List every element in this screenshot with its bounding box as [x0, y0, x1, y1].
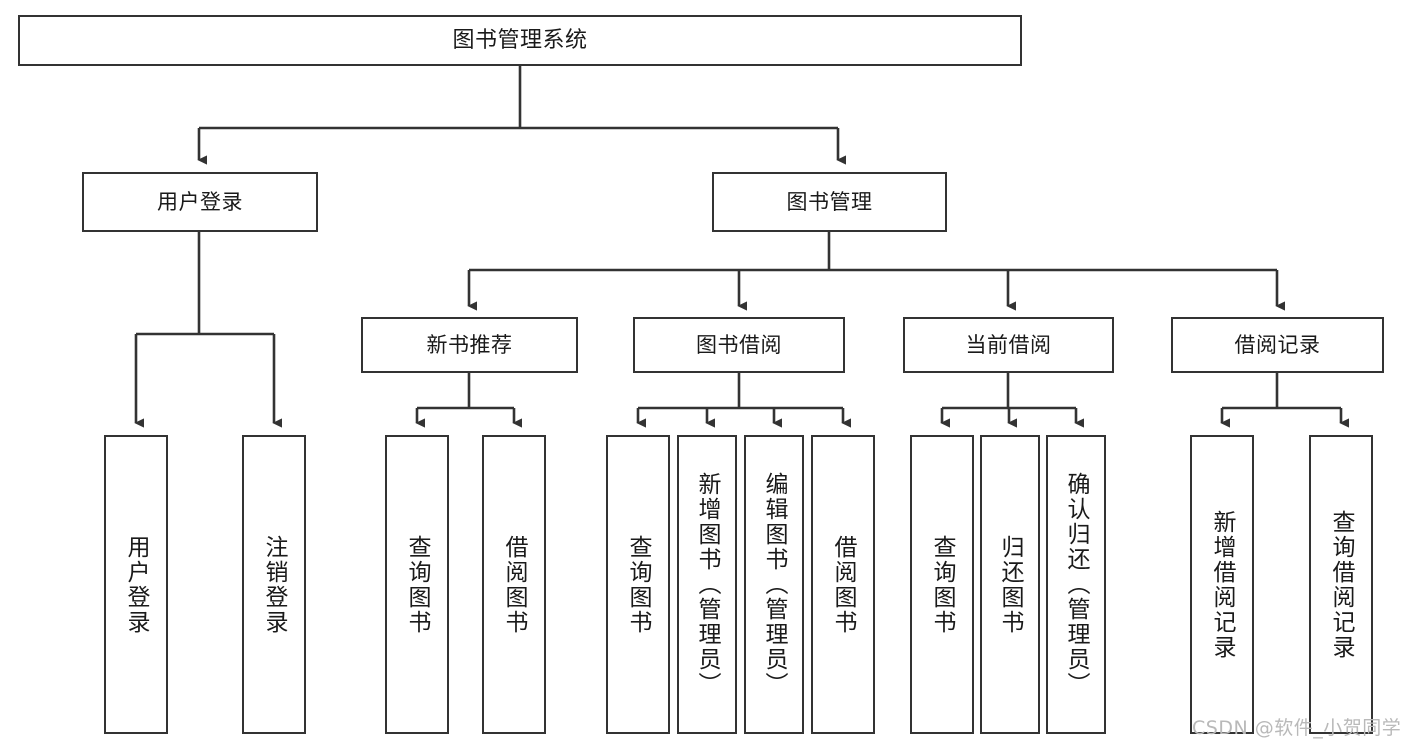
- leaf-query-book-recommend[interactable]: 查询图书: [385, 435, 449, 734]
- node-label: 新增图书（管理员）: [694, 472, 721, 697]
- node-current-borrow[interactable]: 当前借阅: [903, 317, 1114, 373]
- node-label: 新增借阅记录: [1209, 509, 1236, 660]
- node-borrow-record[interactable]: 借阅记录: [1171, 317, 1384, 373]
- node-label: 查询图书: [404, 534, 431, 635]
- node-label: 用户登录: [157, 189, 243, 214]
- leaf-user-login[interactable]: 用户登录: [104, 435, 168, 734]
- leaf-borrow-book-recommend[interactable]: 借阅图书: [482, 435, 546, 734]
- leaf-edit-book-admin[interactable]: 编辑图书（管理员）: [744, 435, 804, 734]
- leaf-query-book-current[interactable]: 查询图书: [910, 435, 974, 734]
- node-label: 借阅图书: [501, 534, 528, 635]
- leaf-confirm-return-admin[interactable]: 确认归还（管理员）: [1046, 435, 1106, 734]
- node-new-book-recommend[interactable]: 新书推荐: [361, 317, 578, 373]
- node-label: 归还图书: [997, 534, 1024, 635]
- node-label: 图书借阅: [696, 332, 782, 357]
- node-label: 用户登录: [123, 534, 150, 635]
- node-label: 查询图书: [625, 534, 652, 635]
- leaf-borrow-book[interactable]: 借阅图书: [811, 435, 875, 734]
- node-label: 新书推荐: [426, 332, 513, 357]
- leaf-add-borrow-record[interactable]: 新增借阅记录: [1190, 435, 1254, 734]
- node-label: 查询图书: [929, 534, 956, 635]
- node-label: 查询借阅记录: [1328, 509, 1355, 660]
- leaf-return-book[interactable]: 归还图书: [980, 435, 1040, 734]
- node-user-login[interactable]: 用户登录: [82, 172, 318, 232]
- node-label: 借阅图书: [830, 534, 857, 635]
- csdn-watermark: CSDN @软件_小贺同学: [1192, 717, 1402, 739]
- node-label: 注销登录: [261, 534, 288, 635]
- node-label: 图书管理: [786, 189, 873, 214]
- node-label: 当前借阅: [965, 332, 1052, 357]
- node-label: 确认归还（管理员）: [1063, 472, 1090, 697]
- node-label: 图书管理系统: [452, 27, 588, 53]
- leaf-add-book-admin[interactable]: 新增图书（管理员）: [677, 435, 737, 734]
- node-label: 借阅记录: [1234, 332, 1321, 357]
- node-root-book-management-system[interactable]: 图书管理系统: [18, 15, 1022, 66]
- leaf-query-borrow-record[interactable]: 查询借阅记录: [1309, 435, 1373, 734]
- node-label: 编辑图书（管理员）: [761, 472, 788, 697]
- node-book-management[interactable]: 图书管理: [712, 172, 947, 232]
- leaf-user-logout[interactable]: 注销登录: [242, 435, 306, 734]
- leaf-query-book-borrow[interactable]: 查询图书: [606, 435, 670, 734]
- node-book-borrow[interactable]: 图书借阅: [633, 317, 845, 373]
